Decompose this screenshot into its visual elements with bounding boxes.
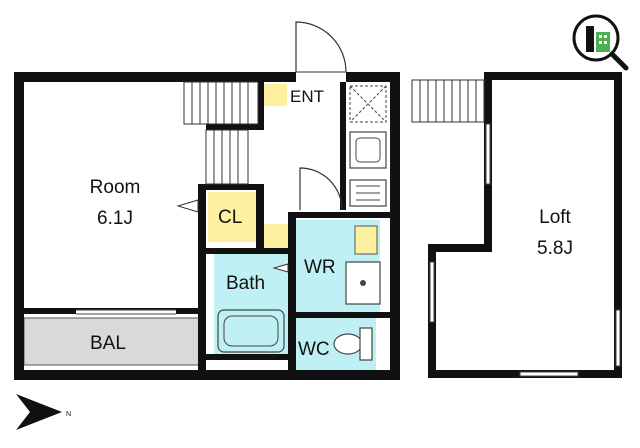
- balcony-label: BAL: [90, 333, 126, 354]
- room-area: [22, 80, 202, 312]
- room-name: Room: [89, 177, 141, 198]
- closet-label: CL: [218, 207, 243, 228]
- wr-door-mark: [272, 263, 289, 273]
- storage-block-small: [264, 224, 288, 248]
- washroom-door: [299, 167, 343, 211]
- loft-size: 5.8J: [537, 238, 573, 259]
- toilet-tank: [359, 327, 373, 361]
- brand-logo-icon: [572, 14, 629, 71]
- svg-text:N: N: [66, 411, 71, 418]
- room-door-mark: [176, 199, 199, 213]
- closet-area: [208, 192, 256, 242]
- loft-label: Loft 5.8J: [520, 208, 590, 258]
- toilet-bowl: [333, 333, 363, 355]
- room-size: 6.1J: [97, 208, 133, 229]
- loft-area: [436, 78, 614, 372]
- stairs-left: [183, 81, 259, 185]
- washroom-label: WR: [304, 257, 336, 278]
- entrance-label: ENT: [290, 87, 324, 106]
- room-label: Room 6.1J: [80, 178, 150, 228]
- storage-block-entrance: [263, 84, 287, 106]
- entrance-door: [295, 21, 347, 73]
- toilet-label: WC: [298, 339, 330, 360]
- stairs-loft: [411, 79, 485, 123]
- bath-label: Bath: [226, 273, 266, 294]
- wash-basin: [354, 225, 378, 255]
- loft-name: Loft: [539, 207, 571, 228]
- balcony-area: [23, 317, 200, 366]
- compass-north-arrow-icon: N: [16, 394, 71, 430]
